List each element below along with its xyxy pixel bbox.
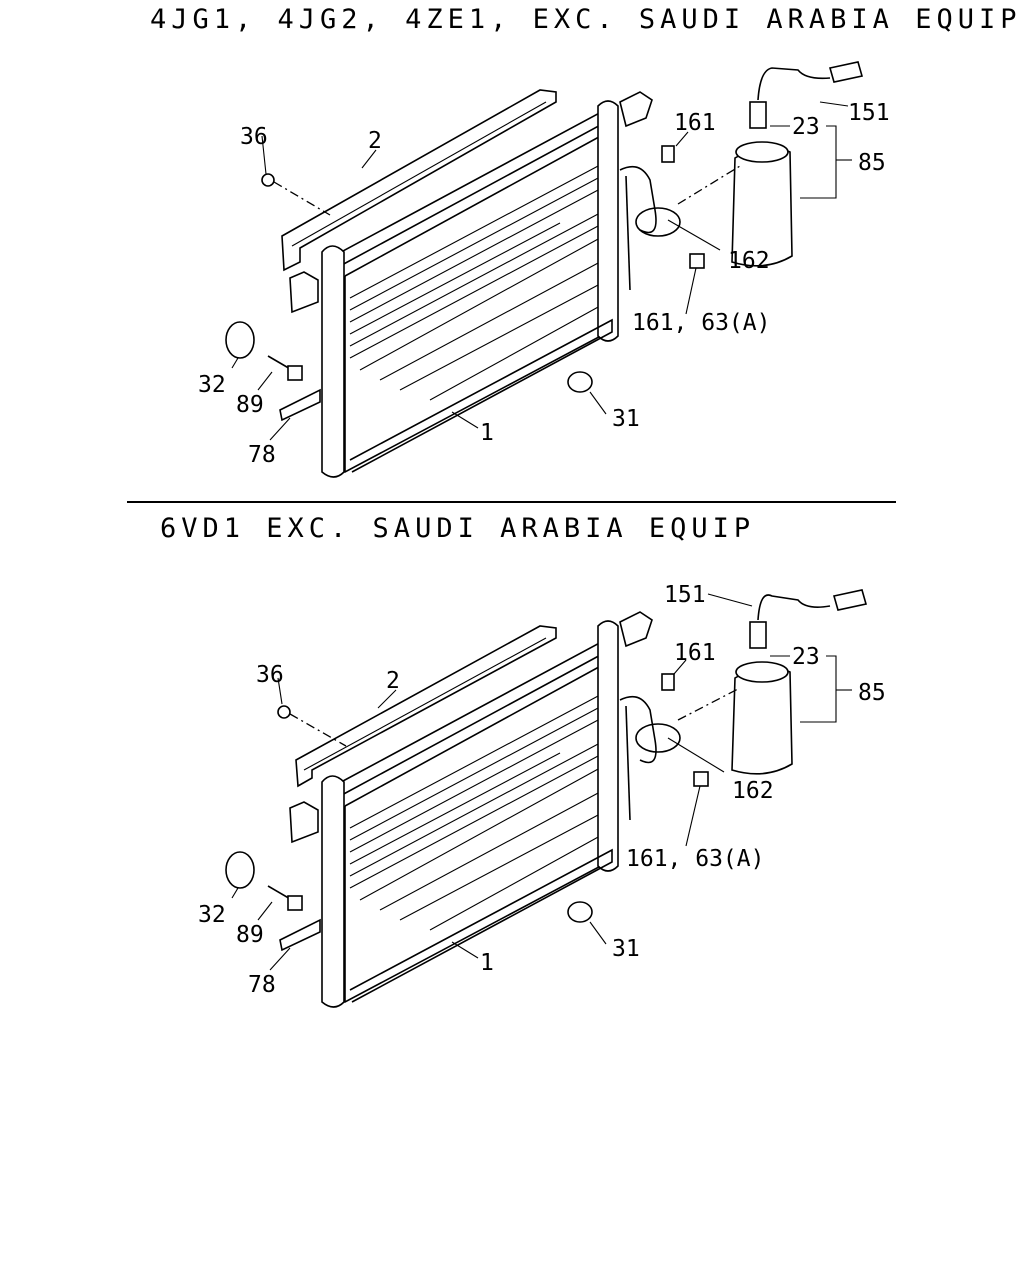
condenser-diagram-1: 36 2 161 151 23 85 162 161, 63(A) 32 89 … <box>198 61 890 478</box>
callout-32: 32 <box>198 372 226 398</box>
callout-151: 151 <box>664 582 706 608</box>
callout-161-63a: 161, 63(A) <box>626 846 764 872</box>
callout-89: 89 <box>236 392 264 418</box>
section-2-heading: 6VD1 EXC. SAUDI ARABIA EQUIP <box>160 513 756 544</box>
section-divider <box>127 501 896 503</box>
callout-162: 162 <box>732 778 774 804</box>
callout-31: 31 <box>612 936 640 962</box>
callout-1: 1 <box>480 950 494 976</box>
condenser-diagram-2: 36 2 161 151 23 85 162 161, 63(A) 32 89 … <box>198 582 886 1008</box>
callout-23: 23 <box>792 644 820 670</box>
callout-162: 162 <box>728 248 770 274</box>
section-1-heading: 4JG1, 4JG2, 4ZE1, EXC. SAUDI ARABIA EQUI… <box>150 4 1022 35</box>
callout-1: 1 <box>480 420 494 446</box>
callout-31: 31 <box>612 406 640 432</box>
callout-161: 161 <box>674 110 716 136</box>
condenser-assembly-icon <box>225 61 864 478</box>
callout-32: 32 <box>198 902 226 928</box>
callout-85: 85 <box>858 680 886 706</box>
callout-78: 78 <box>248 442 276 468</box>
callout-36: 36 <box>256 662 284 688</box>
callout-2: 2 <box>386 668 400 694</box>
callout-78: 78 <box>248 972 276 998</box>
callout-85: 85 <box>858 150 886 176</box>
callout-23: 23 <box>792 114 820 140</box>
callout-161-63a: 161, 63(A) <box>632 310 770 336</box>
callout-89: 89 <box>236 922 264 948</box>
callout-2: 2 <box>368 128 382 154</box>
callout-36: 36 <box>240 124 268 150</box>
callout-161: 161 <box>674 640 716 666</box>
callout-151: 151 <box>848 100 890 126</box>
condenser-assembly-icon <box>225 589 868 1008</box>
